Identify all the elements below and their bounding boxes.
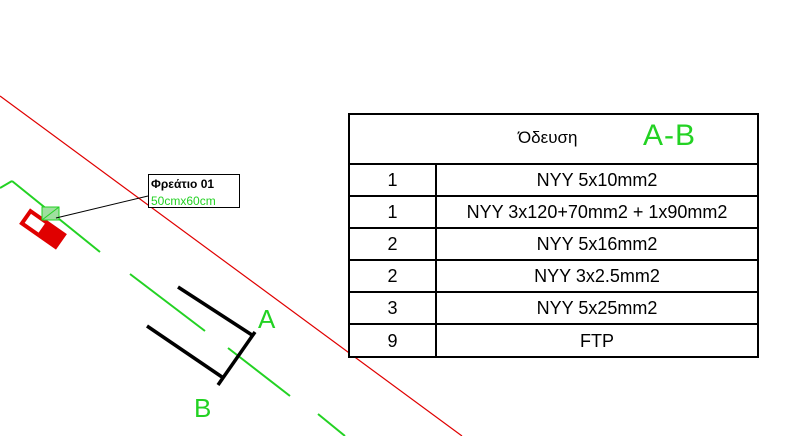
row-quantity: 3	[350, 293, 437, 323]
cable-route-segment-1	[0, 180, 13, 189]
road-boundary-line	[0, 95, 463, 436]
section-cut-line[interactable]	[216, 330, 257, 387]
table-row[interactable]: 2 NYY 3x2.5mm2	[350, 261, 757, 293]
row-cable-type: NYY 5x10mm2	[536, 169, 658, 190]
cable-route-segment-5	[317, 413, 346, 436]
point-b-label: B	[194, 393, 212, 423]
table-row[interactable]: 3 NYY 5x25mm2	[350, 293, 757, 325]
manhole-callout-box[interactable]: Φρεάτιο 01 50cmx60cm	[148, 174, 240, 208]
section-arrow-b	[146, 324, 223, 379]
table-row[interactable]: 9 FTP	[350, 325, 757, 357]
manhole-name-label: Φρεάτιο 01	[151, 177, 215, 191]
manhole-symbol[interactable]	[19, 208, 67, 250]
table-row[interactable]: 1 NYY 5x10mm2	[350, 165, 757, 197]
row-cable-type: NYY 5x16mm2	[536, 233, 658, 254]
row-quantity: 2	[350, 261, 437, 291]
manhole-size-label: 50cmx60cm	[151, 194, 216, 208]
row-cable-type: NYY 3x120+70mm2 + 1x90mm2	[466, 201, 728, 222]
row-cable-type: NYY 5x25mm2	[536, 297, 658, 318]
row-quantity: 1	[350, 165, 437, 195]
table-header: Όδευση A-B	[350, 115, 757, 165]
section-arrow-a	[177, 285, 253, 337]
row-quantity: 9	[350, 325, 437, 357]
route-label: A-B	[643, 119, 697, 152]
table-row[interactable]: 2 NYY 5x16mm2	[350, 229, 757, 261]
manhole-marker-hatch	[41, 206, 60, 221]
point-a-label: A	[258, 304, 276, 334]
row-cable-type: FTP	[580, 330, 614, 351]
cable-schedule-table: Όδευση A-B 1 NYY 5x10mm2 1 NYY 3x120+70m…	[348, 113, 759, 358]
row-quantity: 1	[350, 197, 437, 227]
table-title: Όδευση	[518, 128, 578, 147]
callout-leader-line	[55, 195, 149, 219]
table-row[interactable]: 1 NYY 3x120+70mm2 + 1x90mm2	[350, 197, 757, 229]
row-cable-type: NYY 3x2.5mm2	[534, 265, 660, 286]
cable-route-segment-3	[129, 273, 206, 332]
row-quantity: 2	[350, 229, 437, 259]
